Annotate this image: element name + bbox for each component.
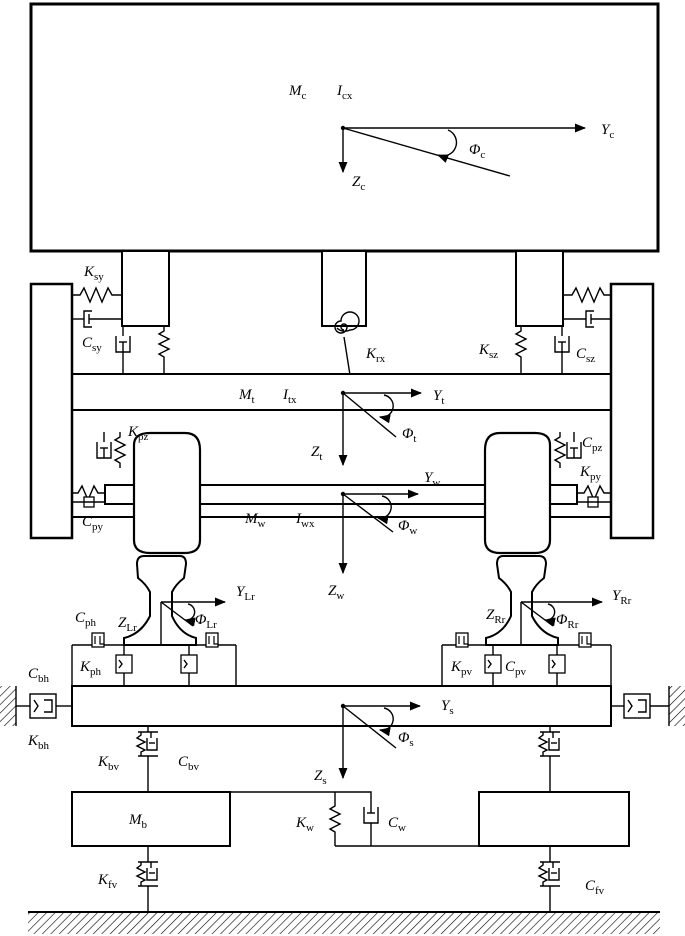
right-rail-pad-lateral-damper-2 xyxy=(578,632,592,648)
right-side-post xyxy=(609,282,655,540)
left-primary-vertical-spring xyxy=(114,431,126,469)
right-secondary-vertical-damper xyxy=(554,325,570,353)
rail-left-y-label: YLr xyxy=(236,584,255,603)
right-primary-vertical-damper xyxy=(566,431,582,459)
right-bolster xyxy=(515,250,564,327)
primary-cy-label: Cpy xyxy=(82,514,104,533)
left-rail-pad-vertical-2 xyxy=(180,645,198,686)
bogie-phi-label: Φt xyxy=(402,426,416,445)
pad-cv-label: Cpv xyxy=(505,659,527,678)
left-secondary-vertical-spring xyxy=(158,325,170,363)
secondary-kz-label: Ksz xyxy=(478,342,498,361)
slab-ch-label: Cbh xyxy=(28,666,50,685)
right-rail-pad-vertical-1 xyxy=(484,645,502,686)
left-rail-pad-lateral-damper-2 xyxy=(205,632,219,648)
left-slab-lateral-support xyxy=(16,693,72,719)
base-coupling xyxy=(230,791,479,847)
rail-left-z-label: ZLr xyxy=(118,615,137,634)
right-lateral-spring xyxy=(563,286,611,304)
left-secondary-vertical-damper xyxy=(115,325,131,353)
torsion-spring-icon xyxy=(334,311,360,376)
slab-kh-label: Kbh xyxy=(27,733,50,752)
left-rail-axes xyxy=(160,597,227,646)
left-lateral-ground xyxy=(0,686,16,726)
left-slab-base-support xyxy=(136,725,159,763)
right-slab-base-support xyxy=(538,725,561,763)
rail-right-z-label: ZRr xyxy=(486,607,506,626)
right-slab-lateral-support xyxy=(611,693,669,719)
left-wheel xyxy=(132,431,202,555)
right-rail-pad-vertical-2 xyxy=(548,645,566,686)
right-lateral-damper xyxy=(563,310,611,328)
left-foundation-support xyxy=(136,855,159,893)
wheelset-inertia-label: Iwx xyxy=(295,511,315,530)
bogie-z-axis-label: Zt xyxy=(311,444,322,463)
left-lateral-damper xyxy=(72,310,122,328)
left-rail-pad-vertical-1 xyxy=(115,645,133,686)
right-primary-vertical-spring xyxy=(554,431,566,469)
carbody-y-axis-label: Yc xyxy=(601,122,614,141)
wheelset-mass-label: Mw xyxy=(244,511,266,530)
wheelset-axes xyxy=(338,489,420,575)
right-secondary-vertical-spring xyxy=(515,325,527,363)
secondary-ky-label-left: Ksy xyxy=(83,264,104,283)
base-kbv-label: Kbv xyxy=(97,754,120,773)
base-cw-label: Cw xyxy=(388,815,406,834)
right-rail xyxy=(485,555,559,646)
left-side-post xyxy=(29,282,74,540)
slab-y-axis-label: Ys xyxy=(441,698,454,717)
left-primary-vertical-damper xyxy=(96,431,112,459)
rail-right-phi-label: ΦRr xyxy=(556,612,579,631)
slab-z-axis-label: Zs xyxy=(314,768,327,787)
pad-ch-label: Cph xyxy=(75,610,97,629)
left-bolster xyxy=(121,250,170,327)
carbody-phi-label: Φc xyxy=(469,142,485,161)
right-wheel xyxy=(483,431,552,555)
bogie-y-axis-label: Yt xyxy=(433,388,444,407)
wheelset-z-axis-label: Zw xyxy=(328,583,344,602)
carbody-axes xyxy=(338,123,587,177)
bogie-mass-label: Mt xyxy=(238,387,255,406)
rail-right-y-label: YRr xyxy=(612,588,632,607)
secondary-krx-label: Krx xyxy=(365,346,386,365)
secondary-cz-label: Csz xyxy=(576,346,595,365)
base-cfv-label: Cfv xyxy=(585,878,605,897)
bogie-inertia-label: Itx xyxy=(282,387,297,406)
base-mass-label: Mb xyxy=(128,812,148,831)
right-rail-pad-lateral-damper-1 xyxy=(455,632,469,648)
left-lateral-spring xyxy=(72,286,122,304)
left-base-block xyxy=(71,791,231,847)
carbody-mass-label: Mc xyxy=(288,83,307,102)
right-base-block xyxy=(478,791,630,847)
base-kw-label: Kw xyxy=(295,815,314,834)
rail-left-phi-label: ΦLr xyxy=(195,612,217,631)
bogie-axes xyxy=(338,388,423,467)
left-primary-lateral-damper xyxy=(72,496,105,508)
base-cbv-label: Cbv xyxy=(178,754,200,773)
ground-hatch xyxy=(28,912,660,934)
secondary-cy-label-left: Csy xyxy=(82,335,102,354)
right-lateral-ground xyxy=(669,686,685,726)
right-primary-lateral-damper xyxy=(577,496,611,508)
primary-cz-label: Cpz xyxy=(582,435,603,454)
right-foundation-support xyxy=(538,855,561,893)
carbody-z-axis-label: Zc xyxy=(352,174,365,193)
slab-phi-label: Φs xyxy=(398,730,414,749)
bogie-frame xyxy=(71,409,612,518)
carbody-inertia-label: Icx xyxy=(336,83,353,102)
wheelset-phi-label: Φw xyxy=(398,518,417,537)
base-kfv-label: Kfv xyxy=(97,872,118,891)
slab-axes xyxy=(338,701,422,780)
primary-kz-label: Kpz xyxy=(127,424,149,443)
right-rail-axes xyxy=(520,597,604,646)
pad-kh-label: Kph xyxy=(79,659,102,678)
primary-ky-label: Kpy xyxy=(579,464,602,483)
pad-kv-label: Kpv xyxy=(450,659,473,678)
wheelset-y-axis-label: Yw xyxy=(424,470,440,489)
left-rail-pad-lateral-damper-1 xyxy=(91,632,105,648)
